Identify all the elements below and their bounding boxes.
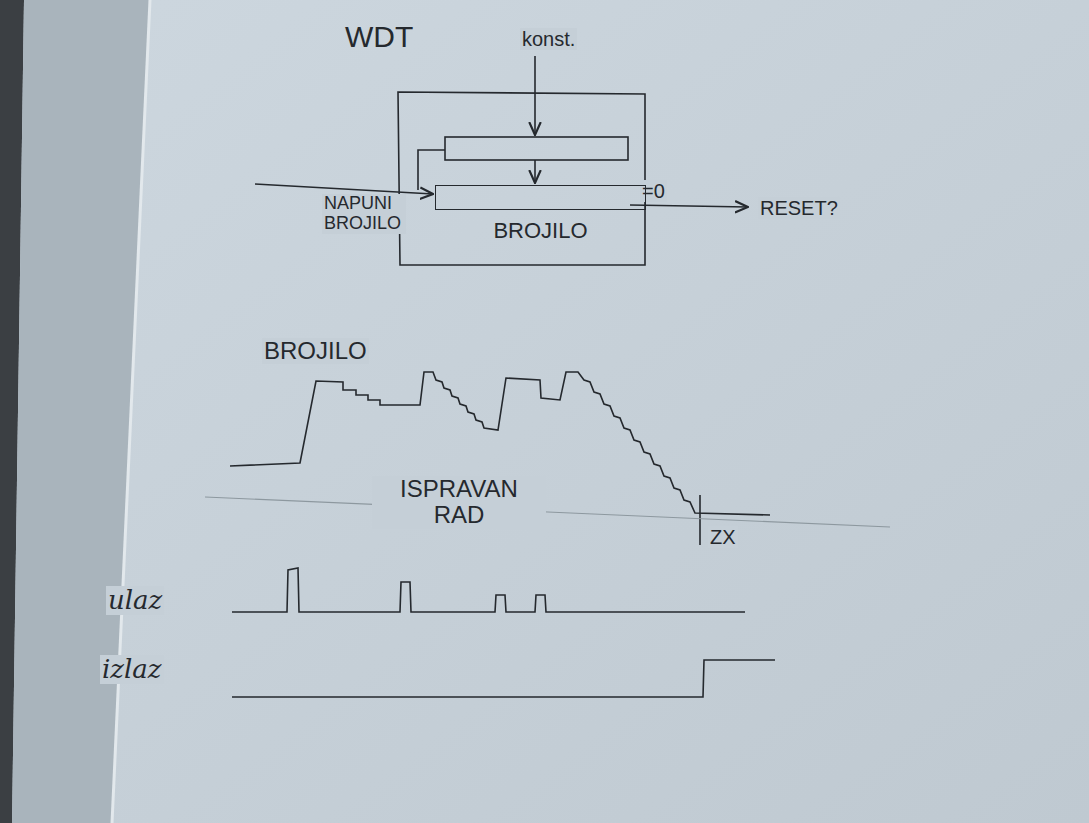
konst-arrow	[534, 56, 536, 135]
constant-input: konst.	[520, 28, 577, 50]
graph-title: BROJILO	[262, 338, 369, 364]
counter-register: BROJILO	[435, 185, 646, 244]
page-edge	[112, 0, 150, 823]
wdt-housing	[398, 92, 645, 265]
register-label: BROJILO	[435, 218, 646, 244]
page-under	[12, 0, 150, 823]
register-bar	[435, 185, 646, 210]
diagram-title: WDT	[345, 20, 413, 53]
timeout-label: ZX	[708, 526, 738, 548]
load-wire	[418, 150, 445, 190]
timeout-marker	[699, 495, 701, 545]
normal-operation-label: ISPRAVAN RAD	[372, 476, 546, 529]
output-waveform	[232, 660, 775, 697]
page-rule	[205, 497, 890, 527]
input-signal-name: ulaz	[106, 586, 164, 615]
output-signal-name: izlaz	[100, 655, 164, 684]
load-arrow	[534, 160, 536, 183]
input-arrow	[255, 184, 433, 194]
reset-output: RESET?	[758, 197, 840, 219]
constant-register	[445, 137, 628, 160]
load-counter-label: NAPUNI BROJILO	[322, 194, 406, 234]
input-waveform	[232, 568, 745, 612]
reset-arrow	[630, 205, 748, 207]
zero-condition: =0	[640, 180, 667, 202]
